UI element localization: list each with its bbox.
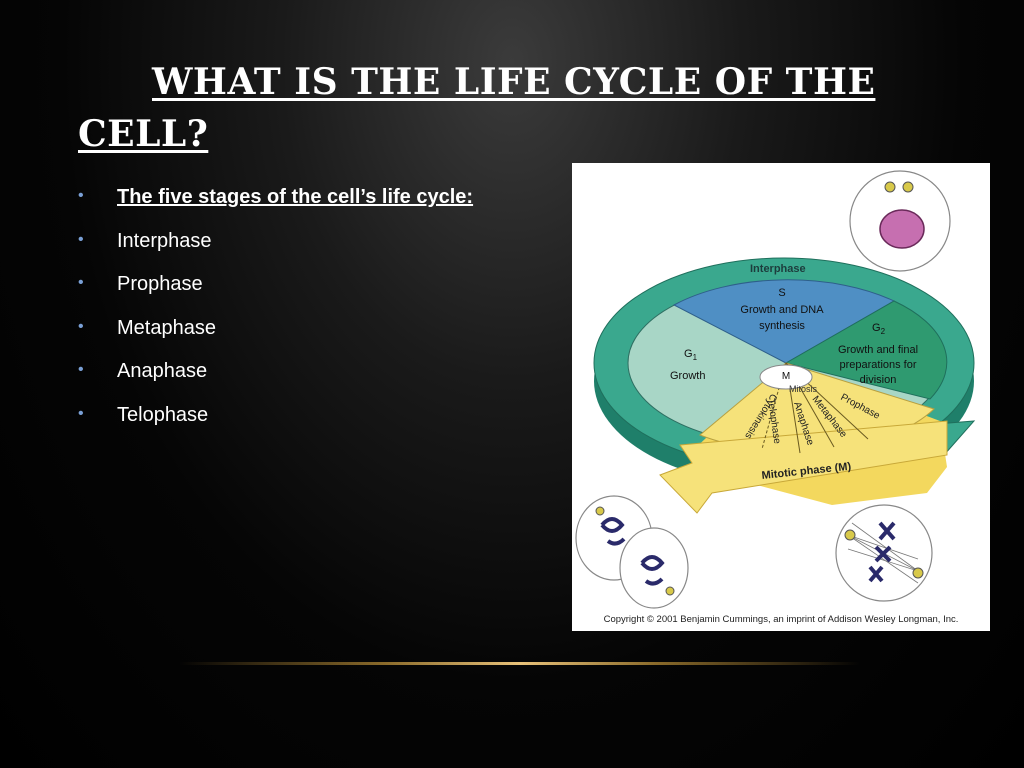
g2-text-line-3: division: [860, 374, 897, 386]
m-label: M: [782, 371, 790, 382]
bullet-text: Anaphase: [117, 360, 208, 382]
s-text-line-2: synthesis: [759, 320, 805, 332]
bullet-item: • Anaphase: [78, 360, 473, 404]
telophase-cells-illustration: [575, 495, 689, 609]
bullet-dot-icon: •: [78, 361, 84, 378]
bullet-text: Metaphase: [117, 316, 216, 339]
bullet-item: • Metaphase: [78, 317, 473, 361]
metaphase-cell-illustration: [835, 504, 933, 602]
bullet-dot-icon: •: [78, 187, 84, 204]
mitotic-arrow: [659, 420, 948, 514]
cell-cycle-figure: Interphase S Growth and DNA synthesis G1…: [572, 163, 990, 631]
bullet-lead-text: The five stages of the cell’s life cycle…: [117, 186, 474, 208]
bullet-item: • Telophase: [78, 404, 473, 448]
bullet-dot-icon: •: [78, 404, 84, 422]
bullet-list: • The five stages of the cell’s life cycl…: [78, 186, 473, 447]
s-label: S: [778, 287, 785, 299]
copyright-text: Copyright © 2001 Benjamin Cummings, an i…: [604, 614, 959, 625]
slide-title: WHAT IS THE LIFE CYCLE OF THE CELL?: [78, 61, 876, 155]
interphase-cell-illustration: [849, 170, 951, 272]
s-phase-segment: [672, 279, 896, 364]
s-text-line-1: Growth and DNA: [740, 304, 824, 316]
g1-text: Growth: [670, 370, 705, 382]
bullet-dot-icon: •: [78, 317, 84, 335]
bullet-text: Prophase: [117, 273, 203, 295]
g1-label: G1: [684, 348, 698, 362]
bullet-item: • The five stages of the cell’s life cycl…: [78, 186, 473, 230]
g2-label: G2: [872, 322, 886, 336]
interphase-label: Interphase: [750, 263, 806, 275]
g2-text-line-1: Growth and final: [838, 344, 918, 356]
gold-accent-line: [180, 662, 860, 665]
g2-phase-segment: [784, 300, 948, 400]
bullet-dot-icon: •: [78, 230, 84, 248]
mitosis-label: Mitosis: [789, 384, 818, 394]
bullet-text: Interphase: [117, 229, 212, 252]
bullet-dot-icon: •: [78, 274, 84, 291]
m-center: [759, 364, 813, 390]
cell-cycle-diagram: Interphase S Growth and DNA synthesis G1…: [575, 170, 976, 625]
bullet-text: Telophase: [117, 403, 209, 426]
bullet-item: • Prophase: [78, 273, 473, 317]
bullet-item: • Interphase: [78, 230, 473, 274]
g2-text-line-2: preparations for: [839, 359, 916, 371]
